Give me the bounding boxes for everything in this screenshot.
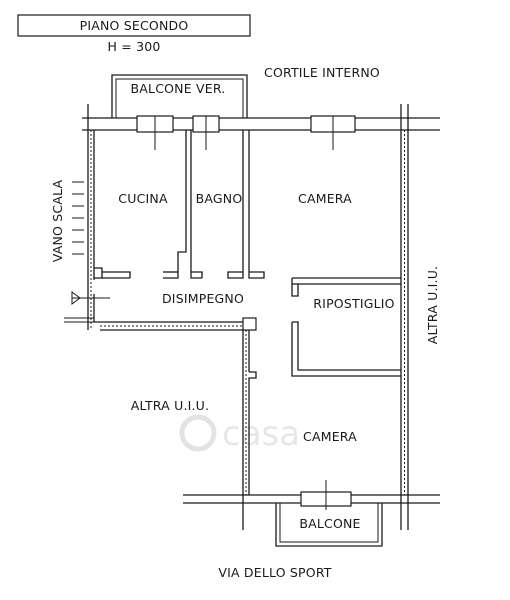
balcone-ver: BALCONE VER. [111, 74, 248, 118]
bathroom-walls [227, 130, 265, 279]
bottom-wall [183, 480, 440, 510]
title-box [17, 14, 251, 37]
watermark: casa [179, 414, 300, 454]
room-ripostiglio: RIPOSTIGLIO [313, 296, 394, 311]
ripostiglio-walls [291, 277, 401, 377]
top-wall [82, 115, 440, 150]
room-bagno: BAGNO [196, 191, 243, 206]
altra-uiu-left-label: ALTRA U.I.U. [131, 398, 209, 413]
vano-scala-label: VANO SCALA [50, 180, 65, 263]
left-wall [87, 104, 103, 330]
cortile-label: CORTILE INTERNO [264, 65, 380, 80]
floor-title: PIANO SECONDO [80, 18, 189, 33]
room-camera-top: CAMERA [298, 191, 352, 206]
watermark-text: casa [222, 414, 300, 454]
room-disimpegno: DISIMPEGNO [162, 291, 244, 306]
right-wall [400, 104, 409, 530]
kitchen-walls [102, 130, 203, 279]
height-label: H = 300 [107, 39, 160, 54]
stair-steps [72, 181, 84, 255]
corridor-walls [100, 317, 257, 530]
room-camera-bottom: CAMERA [303, 429, 357, 444]
balcone-ver-label: BALCONE VER. [131, 81, 226, 96]
street-label: VIA DELLO SPORT [218, 565, 331, 580]
balcone-label: BALCONE [299, 516, 360, 531]
balcone: BALCONE [275, 503, 383, 547]
entrance-arrow-icon [64, 291, 110, 323]
room-cucina: CUCINA [118, 191, 168, 206]
altra-uiu-right-label: ALTRA U.I.U. [425, 266, 440, 344]
